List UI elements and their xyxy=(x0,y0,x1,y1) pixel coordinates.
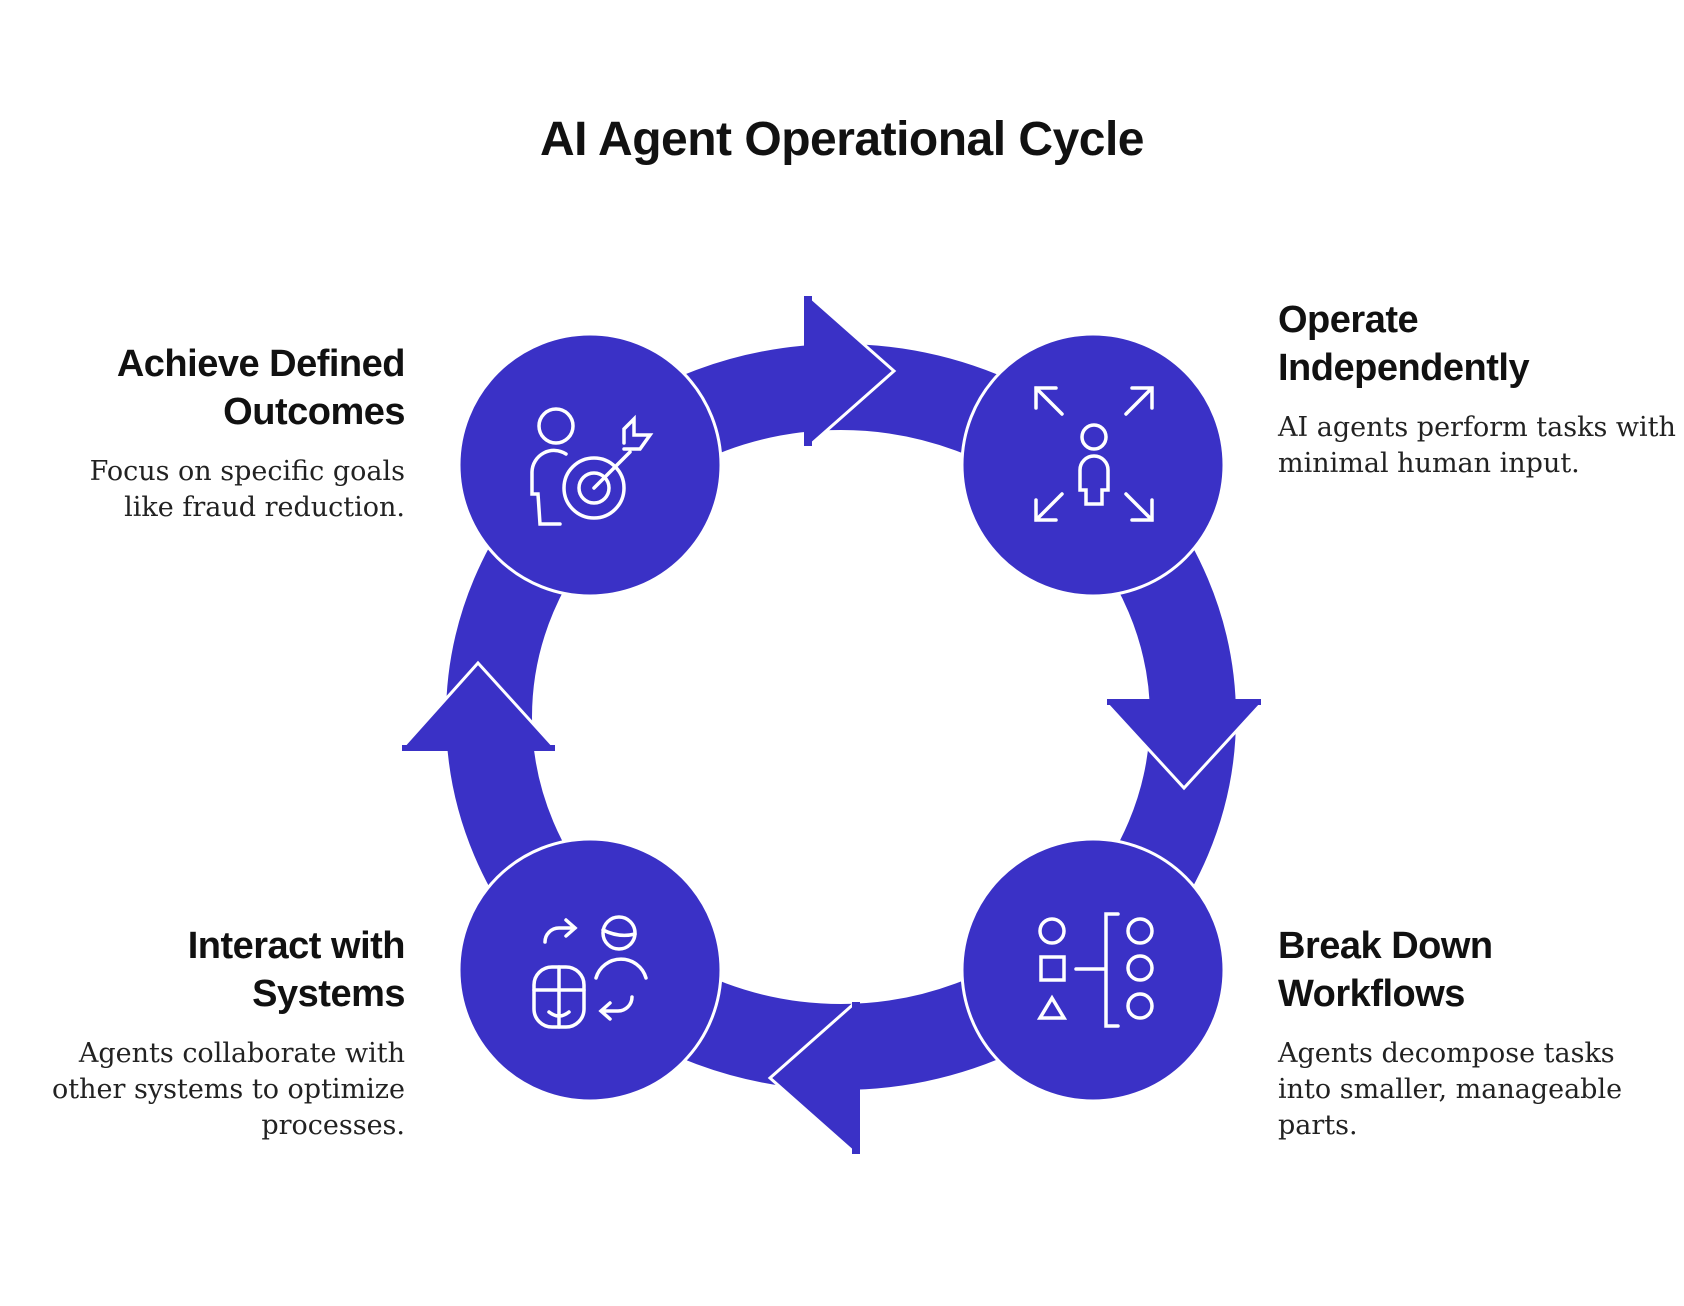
person-target-icon xyxy=(530,407,654,526)
heading-line: Systems xyxy=(252,973,405,1015)
step-body: Agents decompose tasks into smaller, man… xyxy=(1278,1038,1623,1141)
step-body: Focus on specific goals like fraud reduc… xyxy=(89,456,405,523)
heading-line: Workflows xyxy=(1278,973,1465,1015)
heading-line: Break Down xyxy=(1278,925,1493,967)
heading-line: Independently xyxy=(1278,347,1530,389)
heading-line: Interact with xyxy=(187,925,406,967)
step-circle-achieve xyxy=(457,332,723,598)
heading-line: Achieve Defined xyxy=(116,343,406,385)
person-expand-arrows-icon xyxy=(1034,386,1154,522)
arrow-head-right xyxy=(1102,701,1266,791)
step-body: AI agents perform tasks with minimal hum… xyxy=(1278,412,1676,479)
heading-line: Outcomes xyxy=(223,391,405,433)
step-circle-break-down xyxy=(960,837,1226,1103)
shapes-hierarchy-icon xyxy=(1036,912,1154,1028)
step-circle-interact xyxy=(457,837,723,1103)
diagram-title: AI Agent Operational Cycle xyxy=(539,113,1145,166)
step-circle-operate xyxy=(960,332,1226,598)
mouse-person-exchange-icon xyxy=(532,915,648,1029)
heading-line: Operate xyxy=(1278,299,1419,341)
step-body: Agents collaborate with other systems to… xyxy=(52,1038,405,1141)
